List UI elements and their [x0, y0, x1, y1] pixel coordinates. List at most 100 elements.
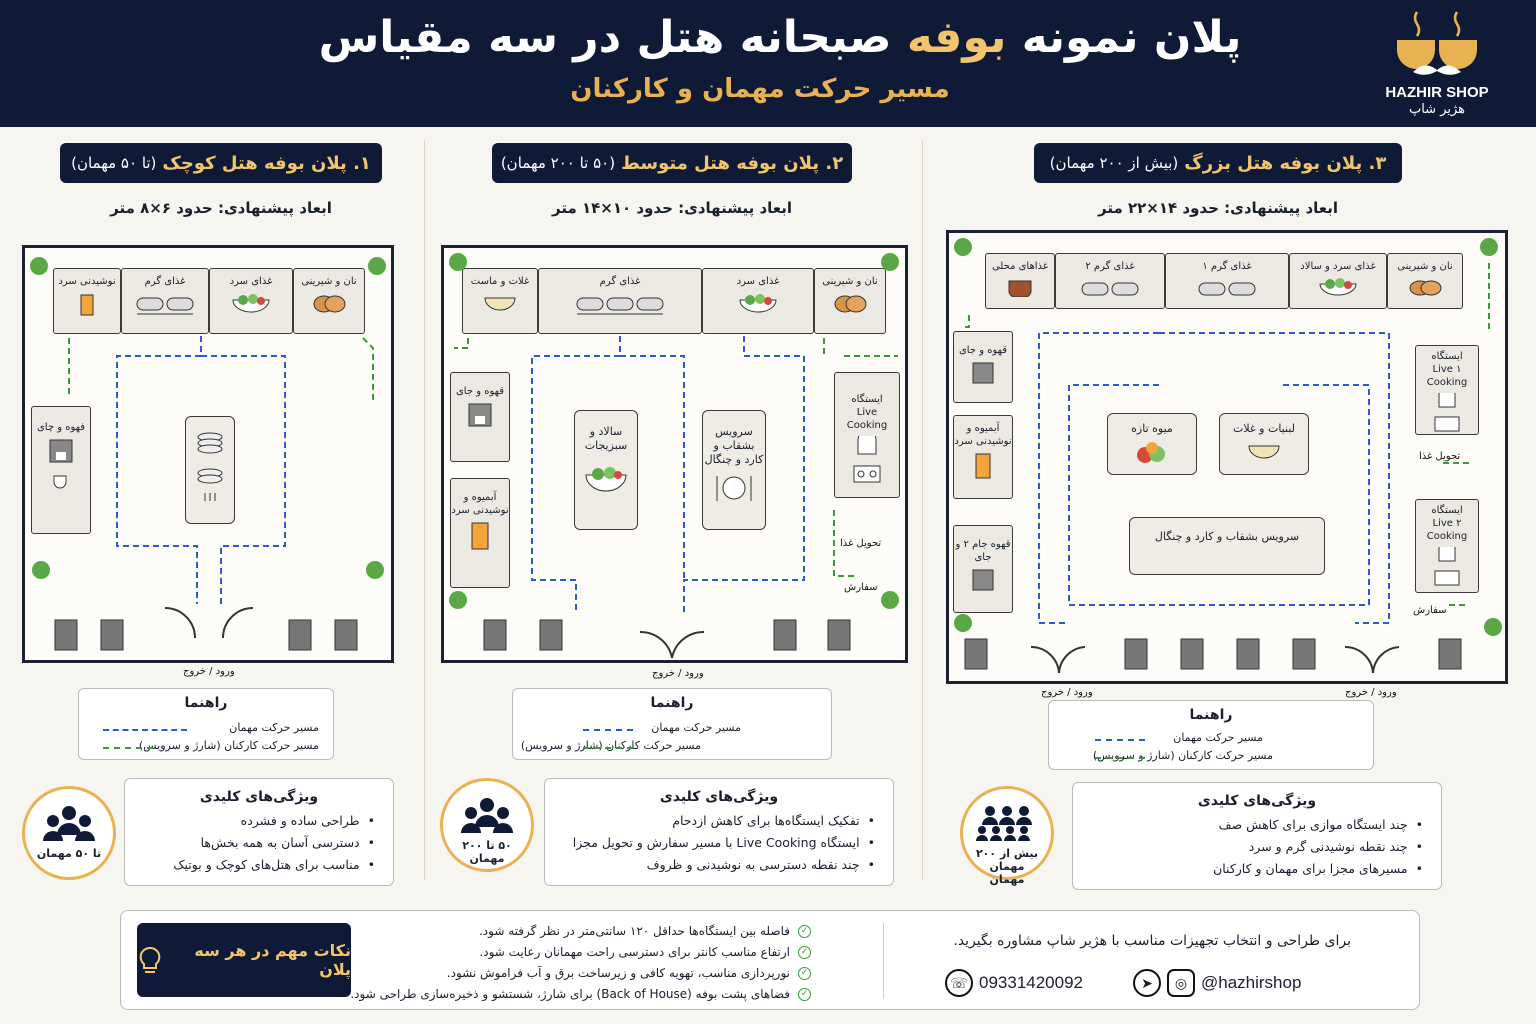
station-bread: نان و شیرینی	[293, 268, 365, 334]
medium-plan-dims: ابعاد پیشنهادی: حدود ۱۰×۱۴ متر	[551, 199, 793, 217]
order-label: سفارش	[844, 582, 878, 593]
legend-staff-label: مسیر حرکت کارکنان (شارژ و سرویس)	[520, 739, 701, 752]
small-legend: راهنما مسیر حرکت مهمان مسیر حرکت کارکنان…	[78, 688, 334, 760]
chafing-dish-icon	[1081, 282, 1139, 296]
legend-guest-label: مسیر حرکت مهمان	[1173, 731, 1263, 744]
salad-icon	[232, 294, 270, 313]
coffee-machine-icon	[49, 439, 73, 463]
tips-divider	[883, 923, 884, 999]
cup-icon	[53, 475, 67, 489]
tip-item: ✓فضاهای پشت بوفه (Back of House) برای شا…	[350, 984, 811, 1005]
feature-item: تفکیک ایستگاه‌ها برای کاهش ازدحام	[563, 813, 875, 828]
feature-item: طراحی ساده و فشرده	[143, 813, 375, 828]
large-paths	[954, 238, 1502, 674]
station-cold-drinks: نوشیدنی سرد	[53, 268, 121, 334]
feature-item: چند نقطه نوشیدنی گرم و سرد	[1091, 839, 1423, 854]
large-legend: راهنما مسیر حرکت مهمان مسیر حرکت کارکنان…	[1048, 700, 1374, 770]
legend-staff-label: مسیر حرکت کارکنان (شارژ و سرویس)	[1092, 749, 1273, 762]
salad-island: سالاد و سبزیجات	[574, 410, 638, 530]
coffee-machine-icon	[972, 569, 994, 591]
telegram-icon: ➤	[1133, 969, 1161, 997]
salad-icon	[1319, 278, 1357, 296]
consult-text: برای طراحی و انتخاب تجهیزات مناسب با هژی…	[953, 933, 1351, 949]
bowl-icon	[1248, 445, 1280, 459]
medium-features: ویژگی‌های کلیدی تفکیک ایستگاه‌ها برای کا…	[544, 778, 894, 886]
small-plan-dims: ابعاد پیشنهادی: حدود ۶×۸ متر	[110, 199, 332, 217]
juice-dispenser-icon	[471, 522, 489, 550]
station-hot-food-1: غذای گرم ۱	[1165, 253, 1289, 309]
feature-item: مناسب برای هتل‌های کوچک و بوتیک	[143, 857, 375, 872]
tip-item: ✓ارتفاع مناسب کانتر برای دسترسی راحت مهم…	[361, 942, 811, 963]
legend-guest-line	[583, 729, 633, 731]
small-paths	[30, 257, 386, 651]
delivery-label: تحویل غذا	[840, 538, 882, 549]
column-divider	[922, 140, 923, 880]
tip-item: ✓نورپردازی مناسب، تهویه کافی و زیرساخت ب…	[361, 963, 811, 984]
column-divider	[424, 140, 425, 880]
small-floor-plan: نان و شیرینی غذای سرد غذای گرم نوشیدنی س…	[22, 245, 394, 677]
phone-icon: ☏	[945, 969, 973, 997]
legend-guest-line	[1095, 739, 1145, 741]
chef-stove-icon	[1434, 547, 1460, 586]
feature-item: چند ایستگاه موازی برای کاهش صف	[1091, 817, 1423, 832]
station-juice: آبمیوه و نوشیدنی سرد	[450, 478, 510, 588]
cutlery-island: سرویس بشقاب و کارد و چنگال	[702, 410, 766, 530]
station-hot-food-2: غذای گرم ۲	[1055, 253, 1165, 309]
large-plan-title: ۳. پلان بوفه هتل بزرگ(بیش از ۲۰۰ مهمان)	[1034, 143, 1402, 183]
phone-contact[interactable]: ☏ 09331420092	[945, 969, 1083, 997]
coffee-machine-icon	[468, 403, 492, 427]
chafing-dish-icon	[1198, 282, 1256, 296]
juice-glass-icon	[80, 294, 94, 316]
check-icon: ✓	[798, 946, 811, 959]
station-hot-food: غذای گرم	[121, 268, 209, 334]
cutlery-island: سرویس بشقاب و کارد و چنگال	[1129, 517, 1325, 575]
plate-stack-island	[185, 416, 235, 524]
check-icon: ✓	[798, 967, 811, 980]
chafing-dish-icon	[136, 297, 194, 315]
medium-legend: راهنما مسیر حرکت مهمان مسیر حرکت کارکنان…	[512, 688, 832, 760]
medium-entry-label: ورود / خروج	[652, 668, 704, 679]
bread-icon	[313, 295, 346, 313]
station-juice: آبمیوه و نوشیدنی سرد	[953, 415, 1013, 499]
station-coffee-tea-1: قهوه و جای	[953, 331, 1013, 403]
page-subtitle: مسیر حرکت مهمان و کارکنان	[570, 74, 950, 104]
tips-list: ✓فاصله بین ایستگاه‌ها حداقل ۱۲۰ سانتی‌مت…	[350, 921, 811, 1005]
chef-stove-icon	[853, 436, 881, 483]
page-title: پلان نمونه بوفه صبحانه هتل در سه مقیاس	[318, 12, 1242, 63]
feature-item: چند نقطه دسترسی به نوشیدنی و ظروف	[563, 857, 875, 872]
station-hot-food: غذای گرم	[538, 268, 702, 334]
chafing-dish-icon	[576, 297, 664, 315]
large-entry-label-1: ورود / خروج	[1041, 687, 1093, 698]
bread-icon	[834, 295, 867, 313]
legend-staff-line	[583, 747, 633, 749]
coffee-machine-icon	[972, 362, 994, 384]
fruit-island: میوه تازه	[1107, 413, 1197, 475]
medium-plan-title: ۲. پلان بوفه هتل متوسط(۵۰ تا ۲۰۰ مهمان)	[492, 143, 852, 183]
brand-logo: HAZHIR SHOP هژیر شاپ	[1372, 6, 1502, 124]
dairy-island: لبنیات و غلات	[1219, 413, 1309, 475]
legend-staff-label: مسیر حرکت کارکنان (شارژ و سرویس)	[138, 739, 319, 752]
large-plan-dims: ابعاد پیشنهادی: حدود ۱۴×۲۲ متر	[1097, 199, 1339, 217]
social-contact[interactable]: ➤ ◎ @hazhirshop	[1133, 969, 1301, 997]
plate-stack-icon	[197, 432, 223, 501]
legend-guest-label: مسیر حرکت مهمان	[229, 721, 319, 734]
pot-icon	[1008, 280, 1032, 297]
station-local-food: غذاهای محلی	[985, 253, 1055, 309]
small-entry-label: ورود / خروج	[183, 666, 235, 677]
station-bread: نان و شیرینی	[814, 268, 886, 334]
tip-item: ✓فاصله بین ایستگاه‌ها حداقل ۱۲۰ سانتی‌مت…	[361, 921, 811, 942]
tips-title-box: نکات مهم در هر سه پلان	[137, 923, 351, 997]
large-features: ویژگی‌های کلیدی چند ایستگاه موازی برای ک…	[1072, 782, 1442, 890]
chef-stove-icon	[1434, 393, 1460, 432]
bread-icon	[1409, 280, 1442, 296]
plate-cutlery-icon	[716, 476, 752, 501]
station-cold-salad: غذای سرد و سالاد	[1289, 253, 1387, 309]
bowl-icon	[484, 297, 516, 311]
station-cereal-yogurt: غلات و ماست	[462, 268, 538, 334]
feature-item: مسیرهای مجزا برای مهمان و کارکنان	[1091, 861, 1423, 876]
small-capacity-badge: تا ۵۰ مهمان	[22, 786, 116, 880]
